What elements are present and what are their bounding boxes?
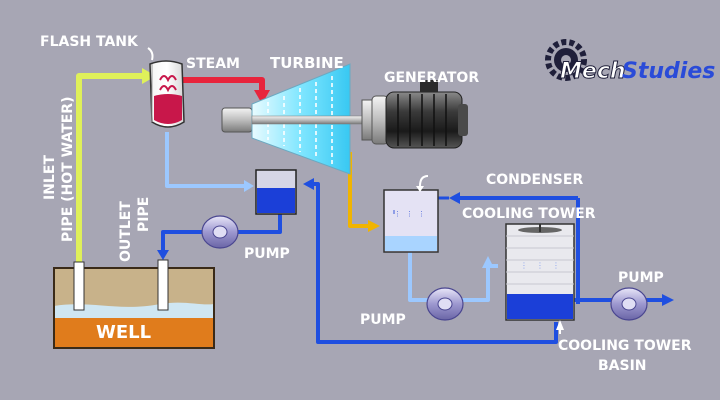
label-steam: STEAM	[186, 56, 240, 72]
outlet-pipe-to-well	[157, 230, 204, 260]
reinjection-pipe-top	[236, 212, 282, 234]
flash-tank	[149, 60, 185, 128]
steam-pipe	[180, 77, 270, 104]
label-turbine: TURBINE	[270, 54, 344, 72]
logo-text-mech: Mech	[560, 59, 626, 84]
well-pipes	[73, 259, 169, 311]
label-inlet-1: INLET	[42, 155, 58, 200]
svg-text:⋮: ⋮	[552, 261, 560, 270]
svg-text:⋮: ⋮	[406, 210, 413, 218]
label-pump-well: PUMP	[244, 246, 290, 262]
generator	[361, 80, 468, 149]
label-cooling-tower-basin-1: COOLING TOWER	[558, 338, 692, 354]
condenser-to-tower-pipe	[408, 252, 498, 302]
label-well: WELL	[96, 322, 151, 343]
label-generator: GENERATOR	[384, 70, 479, 86]
turbine	[221, 63, 365, 175]
well-ground	[53, 267, 215, 349]
svg-text:⋮: ⋮	[536, 261, 544, 270]
label-outlet-1: OUTLET	[118, 201, 134, 262]
label-cooling-tower: COOLING TOWER	[462, 206, 596, 222]
flash-tank-pointer	[147, 47, 154, 61]
svg-text:⋮: ⋮	[520, 261, 528, 270]
flash-tank-outlet-pipe	[165, 132, 254, 192]
label-pump-condenser: PUMP	[360, 312, 406, 328]
cooling-return-pipe	[303, 178, 558, 344]
reinjection-tank	[255, 169, 297, 215]
condenser: ⋮ ⋮ ⋮	[383, 175, 439, 253]
svg-text:⋮: ⋮	[394, 210, 401, 218]
label-condenser: CONDENSER	[486, 172, 583, 188]
hot-water-inlet-pipe	[76, 68, 156, 262]
pump-condenser	[426, 287, 464, 321]
pump-basin	[610, 287, 648, 321]
label-inlet-2: PIPE (HOT WATER)	[60, 97, 76, 242]
condensate-pipe	[348, 152, 380, 232]
basin-outlet-pipe	[574, 294, 674, 306]
label-outlet-2: PIPE	[136, 197, 152, 232]
svg-text:⋮: ⋮	[418, 210, 425, 218]
mechstudies-logo: Mech Studies	[545, 39, 715, 85]
label-cooling-tower-basin-2: BASIN	[598, 358, 647, 374]
cooling-tower: ⋮ ⋮ ⋮	[505, 223, 575, 334]
label-pump-basin: PUMP	[618, 270, 664, 286]
pump-well	[201, 215, 239, 249]
gear-icon	[545, 39, 587, 81]
logo-text-studies: Studies	[622, 59, 715, 84]
label-flash-tank: FLASH TANK	[40, 34, 139, 50]
